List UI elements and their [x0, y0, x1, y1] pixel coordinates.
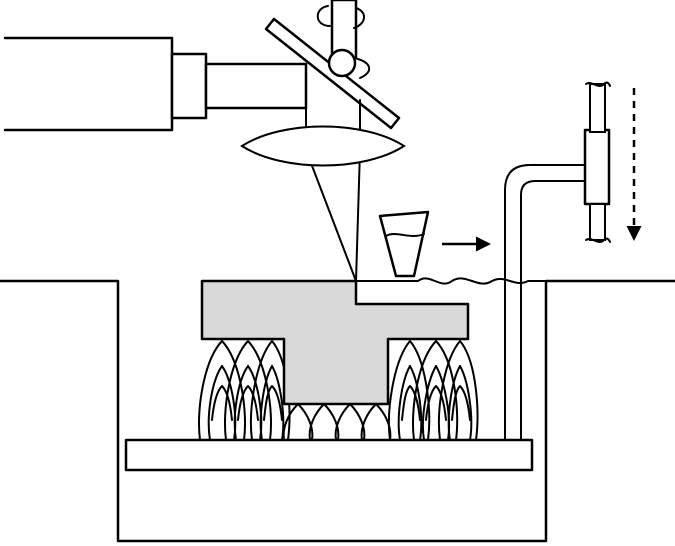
rotation-arrow	[316, 5, 370, 79]
build-platform	[124, 438, 534, 472]
laser-source	[3, 36, 174, 132]
resin-vat	[0, 279, 675, 543]
resin-surface	[355, 277, 547, 285]
beam-expander-tube	[170, 52, 308, 120]
recoater-blade	[378, 210, 430, 278]
laser-beam	[305, 75, 361, 282]
printed-part	[200, 279, 470, 406]
elevator-arm	[504, 81, 611, 441]
focusing-lens	[240, 125, 406, 167]
scanning-mirror	[264, 0, 401, 130]
